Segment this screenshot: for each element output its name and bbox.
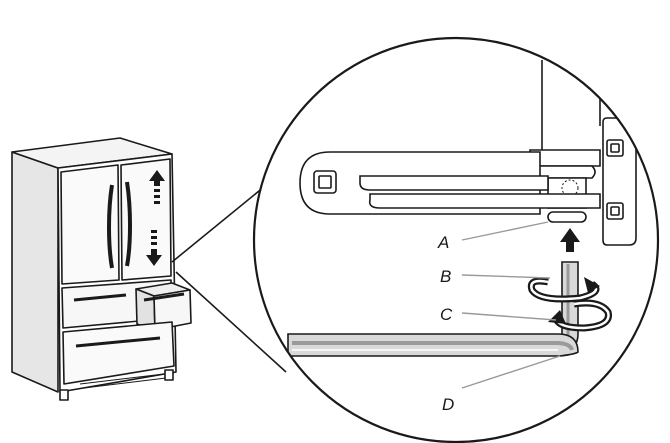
hinge-shim [547, 211, 587, 223]
door-adjust-arrows [146, 170, 165, 266]
rotation-arrow-c-ring-inner [554, 301, 610, 330]
leader-line-a [461, 221, 549, 241]
magnifier-circle [252, 36, 660, 443]
front-foot-left [59, 389, 69, 401]
hinge-bracket [602, 117, 637, 246]
callout-label-b: B [440, 267, 451, 286]
zoom-lines [171, 181, 287, 373]
down-arrow-icon [146, 249, 162, 266]
leader-line-c [461, 312, 557, 321]
up-arrow-dash-1 [154, 189, 160, 192]
rotation-arrow-c [548, 299, 612, 332]
zoom-line-bottom [175, 271, 287, 373]
door-plate-upper [359, 175, 549, 191]
freezer-drawer-handle [75, 336, 161, 348]
down-arrow-dash-1 [151, 230, 157, 233]
door-plate-lower [368, 193, 601, 209]
refrigerator [11, 137, 192, 401]
detail-background [254, 38, 658, 442]
zoom-line-top [171, 181, 271, 263]
callout-label-d: D [442, 395, 454, 414]
hex-key [287, 261, 579, 357]
callout-label-a: A [437, 233, 449, 252]
small-drawer-side [153, 289, 192, 331]
freezer-drawer-front [62, 321, 175, 385]
fridge-side-panel [11, 151, 59, 393]
right-door-handle [125, 181, 132, 267]
rotation-arrow-b [527, 277, 600, 303]
left-door-handle [107, 184, 114, 269]
left-door [60, 164, 120, 285]
rotation-arrow-b-head [584, 277, 600, 293]
down-arrow-dash-2 [151, 236, 157, 239]
rotation-arrow-c-head [548, 310, 566, 324]
callout-label-c: C [440, 305, 453, 324]
bracket-screw-bottom-inner [610, 206, 620, 216]
up-arrow-dash-2 [154, 195, 160, 198]
hinge-arm [299, 151, 601, 215]
down-arrow-dash-3 [151, 242, 157, 245]
hex-key-long-leg-highlight [292, 341, 574, 351]
leader-lines [461, 221, 561, 389]
lift-up-arrow-icon [560, 228, 580, 252]
hinge-arm-screw-inner [318, 175, 332, 189]
small-drawer-handle [143, 292, 185, 302]
up-arrow-dash-3 [154, 201, 160, 204]
magnified-detail: A B C D [254, 38, 658, 442]
bracket-screw-top-inner [610, 143, 620, 153]
toe-grille [79, 373, 167, 389]
leader-line-b [461, 274, 551, 279]
rotation-arrow-b-ring-inner [530, 279, 598, 301]
leader-line-d [461, 355, 561, 389]
hinge-shim-washer [547, 211, 587, 223]
middle-drawer-handle [73, 293, 127, 302]
front-foot-right [164, 369, 174, 381]
up-arrow-icon [149, 170, 165, 186]
